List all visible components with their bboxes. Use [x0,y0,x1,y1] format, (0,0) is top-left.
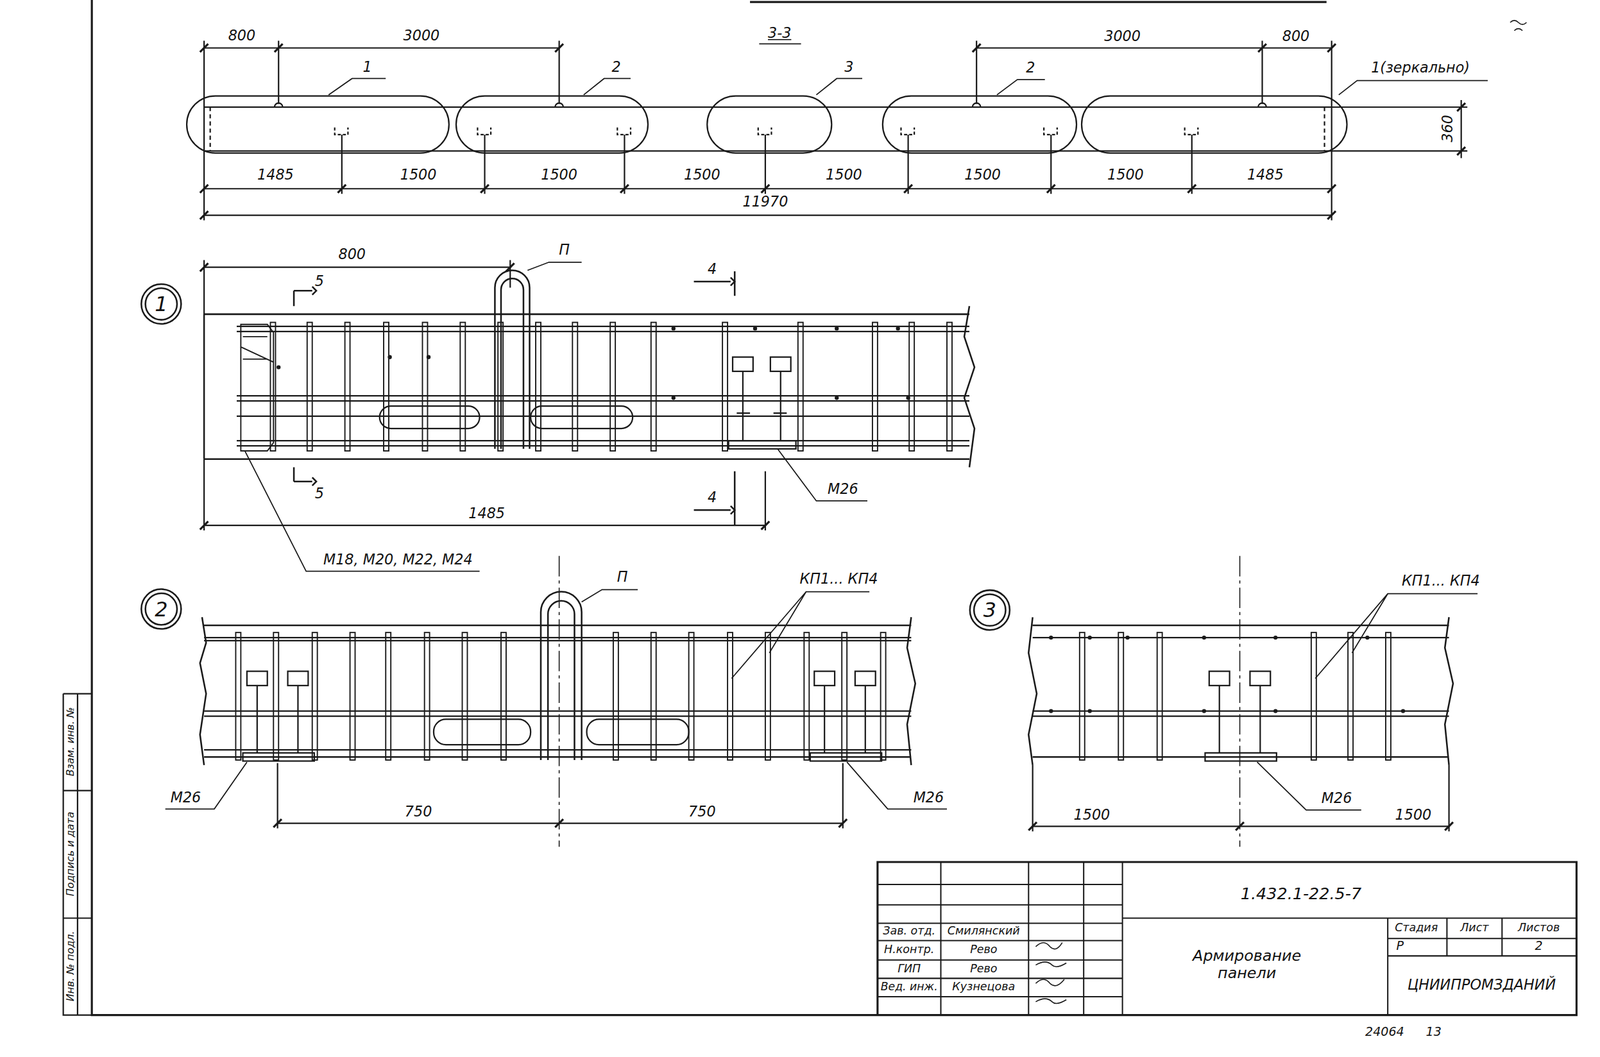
position-number: 2 [610,59,622,76]
dimension-label: 1500 [1106,167,1145,183]
dimension-label: 1500 [1394,807,1433,824]
title-block-grid [877,862,1577,1016]
title-block-text: 2 [1533,940,1544,954]
section-mark: 4 [706,261,718,278]
sheet-title: Армирование панели [1169,947,1325,981]
title-block-text: Листов [1516,922,1561,935]
position-number: 2 [1025,60,1037,76]
section-mark: 5 [313,486,325,502]
detail-callout-circle: 3 [968,588,1012,632]
title-block-text: Смилянский [946,925,1021,938]
title-block-text: Зав. отд. [882,925,937,938]
title-block-text: 24064 [1363,1025,1405,1040]
title-block-text: Лист [1459,922,1491,935]
mark-label: М26 [169,790,203,806]
section-title: 3-3 [766,25,793,42]
title-block-text: Р [1395,940,1405,954]
mark-label: КП1... КП4 [1400,573,1481,589]
dimension-label: 1500 [1072,807,1112,824]
title-block-text: Стадия [1394,922,1439,935]
dimension-label: 1500 [682,167,722,183]
detail-callout-circle: 1 [139,282,183,326]
callout-number: 3 [968,588,1012,632]
stamp-label: Подпись и дата [64,810,76,898]
title-block-text: Н.контр. [882,943,935,956]
title-block-text: Вед. инж. [879,981,939,994]
callout-number: 1 [139,282,183,326]
dimension-label: 3000 [402,27,441,43]
mark-label: КП1... КП4 [798,571,879,588]
dimension-label: 1500 [824,167,863,183]
position-number: 3 [843,59,855,76]
dimension-label: 1500 [963,167,1003,183]
dimension-label: 750 [403,804,434,820]
mark-label: М26 [912,790,945,806]
mark-label: М26 [1320,791,1354,807]
mark-label: М26 [826,481,860,498]
dimension-label: 1500 [540,167,579,183]
position-number: 1 [361,59,373,76]
detail-3-panel-center [1028,556,1478,847]
dimension-label: 1500 [399,167,438,183]
dimension-label: 800 [227,27,257,43]
stamp-label: Взам. инв. № [64,706,76,778]
section-3-3 [186,20,1527,221]
title-block-text: 13 [1424,1025,1443,1040]
detail-1-panel-end [200,260,975,572]
sheet-frame [63,0,1577,1016]
dimension-label: 11970 [741,194,790,210]
section-mark: 4 [706,490,718,506]
dimension-label: 800 [1281,28,1311,45]
mark-label: П [558,241,571,258]
mark-label: М18, М20, М22, М24 [322,552,474,568]
callout-number: 2 [139,587,183,631]
dimension-label: 800 [337,246,367,263]
stamp-label: Инв. № подл. [64,930,76,1003]
dimension-label: 1485 [1245,167,1285,183]
dimension-label: 360 [1440,114,1456,144]
detail-2-panel-middle [165,556,947,847]
title-block-text: Рево [969,962,999,976]
dimension-label: 3000 [1103,28,1142,45]
dimension-label: 1485 [467,506,507,522]
position-number: 1(зеркально) [1370,60,1472,76]
title-block-text: Кузнецова [951,981,1017,994]
detail-callout-circle: 2 [139,587,183,631]
title-block-text: 1.432.1-22.5-7 [1239,884,1363,903]
section-mark: 5 [313,273,325,290]
dimension-label: 750 [687,804,717,820]
title-block-text: ГИП [896,962,922,976]
title-block-text: ЦНИИПРОМЗДАНИЙ [1406,977,1557,994]
title-block-text: Рево [969,943,999,956]
mark-label: П [615,569,629,586]
dimension-label: 1485 [256,167,296,183]
